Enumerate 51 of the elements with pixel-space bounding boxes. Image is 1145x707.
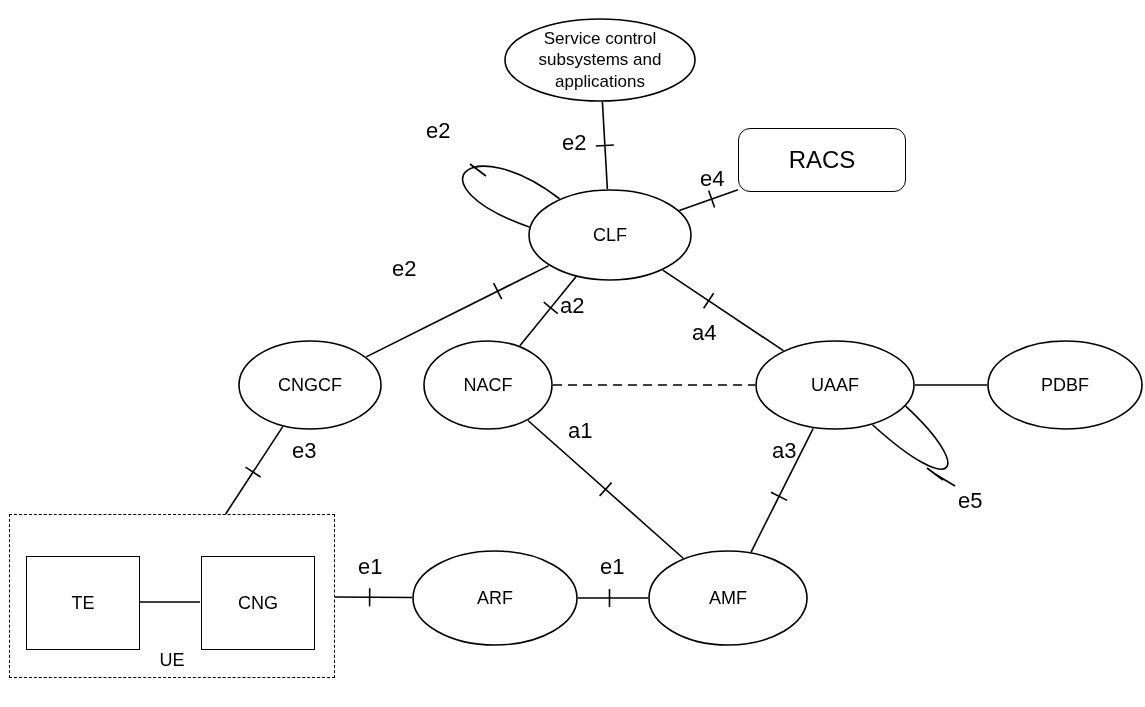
group-box — [9, 514, 335, 678]
connector-line — [334, 596, 413, 599]
edge-label: e2 — [392, 258, 417, 280]
connector-line — [678, 188, 739, 212]
entity-box — [201, 556, 315, 650]
connector-line — [871, 405, 949, 470]
connector-line — [461, 165, 561, 228]
function-ellipse — [238, 340, 382, 430]
connector-line — [914, 384, 988, 386]
connector-line — [750, 427, 815, 553]
connector-line — [365, 264, 550, 358]
function-ellipse — [423, 340, 553, 430]
function-ellipse — [648, 550, 808, 646]
function-ellipse — [987, 340, 1143, 430]
entity-box — [26, 556, 140, 650]
edge-label: e1 — [600, 556, 625, 578]
edge-label: e4 — [700, 168, 725, 190]
node-label: TE — [71, 591, 95, 615]
function-ellipse — [504, 18, 696, 102]
connector-line — [552, 384, 756, 386]
node-label: CLF — [593, 223, 627, 247]
connector-line — [577, 597, 649, 599]
edge-label: a2 — [560, 295, 585, 317]
connector-line — [601, 101, 609, 190]
node-label: CNGCF — [278, 373, 342, 397]
edge-label: e1 — [358, 556, 383, 578]
connector-line — [519, 276, 577, 347]
connector-line — [224, 425, 284, 515]
connector-line — [527, 419, 684, 560]
edge-label: a1 — [568, 420, 593, 442]
entity-box — [738, 128, 906, 192]
node-label: RACS — [788, 145, 856, 175]
node-label: Service control subsystems and applications — [537, 28, 663, 92]
function-ellipse — [412, 550, 578, 646]
node-label: AMF — [709, 586, 747, 610]
connector-line — [662, 269, 785, 352]
node-label: PDBF — [1041, 373, 1089, 397]
edge-label: e2 — [426, 120, 451, 142]
group-label: UE — [159, 648, 185, 671]
node-label: UAAF — [811, 373, 859, 397]
edge-label: e5 — [958, 490, 983, 512]
node-label: CNG — [238, 591, 278, 615]
node-label: ARF — [477, 586, 513, 610]
node-label: NACF — [463, 373, 513, 397]
edge-label: e2 — [562, 132, 587, 154]
edge-label: a3 — [772, 440, 797, 462]
edge-label: e3 — [292, 440, 317, 462]
connector-line — [138, 601, 201, 603]
function-ellipse — [528, 189, 692, 281]
function-ellipse — [755, 340, 915, 430]
edge-label: a4 — [692, 322, 717, 344]
